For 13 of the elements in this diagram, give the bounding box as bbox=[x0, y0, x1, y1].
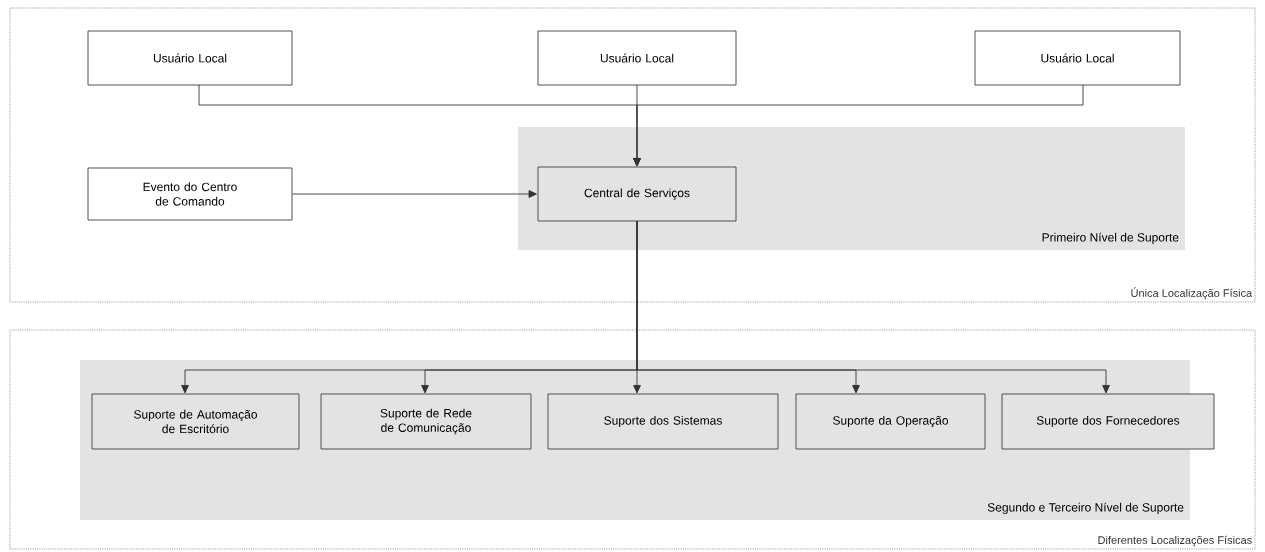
arrow bbox=[633, 84, 1084, 167]
process-box: Usuário Local bbox=[537, 30, 737, 86]
process-box: Evento do Centro de Comando bbox=[87, 167, 293, 221]
process-box: Suporte de Rede de Comunicação bbox=[320, 393, 532, 450]
process-box: Suporte da Operação bbox=[795, 393, 986, 450]
arrow bbox=[292, 190, 537, 198]
process-box: Usuário Local bbox=[87, 30, 293, 86]
process-box: Usuário Local bbox=[974, 30, 1181, 86]
process-box: Suporte dos Sistemas bbox=[547, 393, 779, 450]
process-box: Central de Serviços bbox=[537, 166, 737, 222]
arrow bbox=[636, 220, 1110, 394]
process-box: Suporte de Automação de Escritório bbox=[91, 393, 300, 450]
process-box: Suporte dos Fornecedores bbox=[1001, 393, 1215, 450]
